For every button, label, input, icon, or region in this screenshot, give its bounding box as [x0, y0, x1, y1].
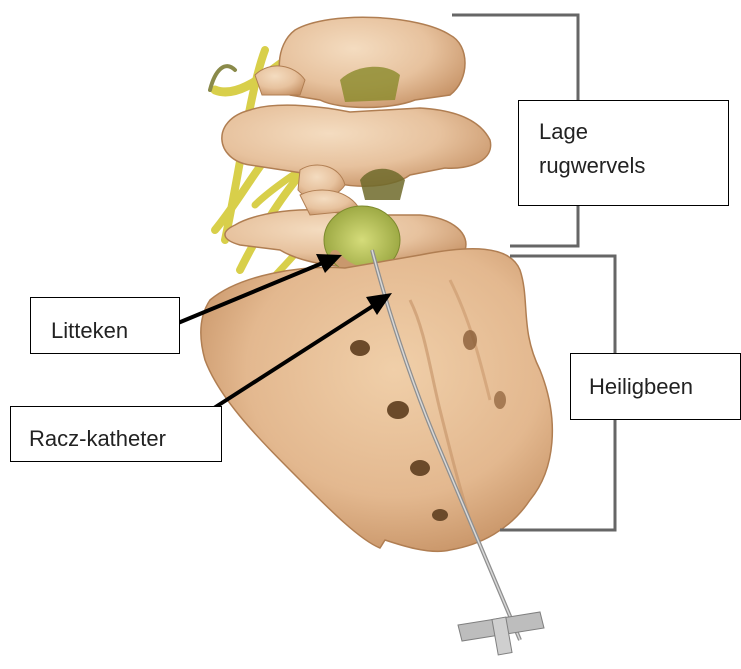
label-heiligbeen: Heiligbeen	[570, 353, 741, 420]
label-litteken-text: Litteken	[51, 314, 179, 348]
label-lage-line2: rugwervels	[539, 149, 728, 183]
label-litteken: Litteken	[30, 297, 180, 354]
label-lage-rugwervels: Lage rugwervels	[518, 100, 729, 206]
sacrum	[201, 249, 552, 552]
vertebra-l3	[255, 17, 465, 107]
label-lage-line1: Lage	[539, 115, 728, 149]
label-racz-katheter: Racz-katheter	[10, 406, 222, 462]
vertebra-l4	[222, 105, 491, 200]
label-heiligbeen-text: Heiligbeen	[589, 370, 740, 404]
label-racz-katheter-text: Racz-katheter	[29, 422, 221, 456]
